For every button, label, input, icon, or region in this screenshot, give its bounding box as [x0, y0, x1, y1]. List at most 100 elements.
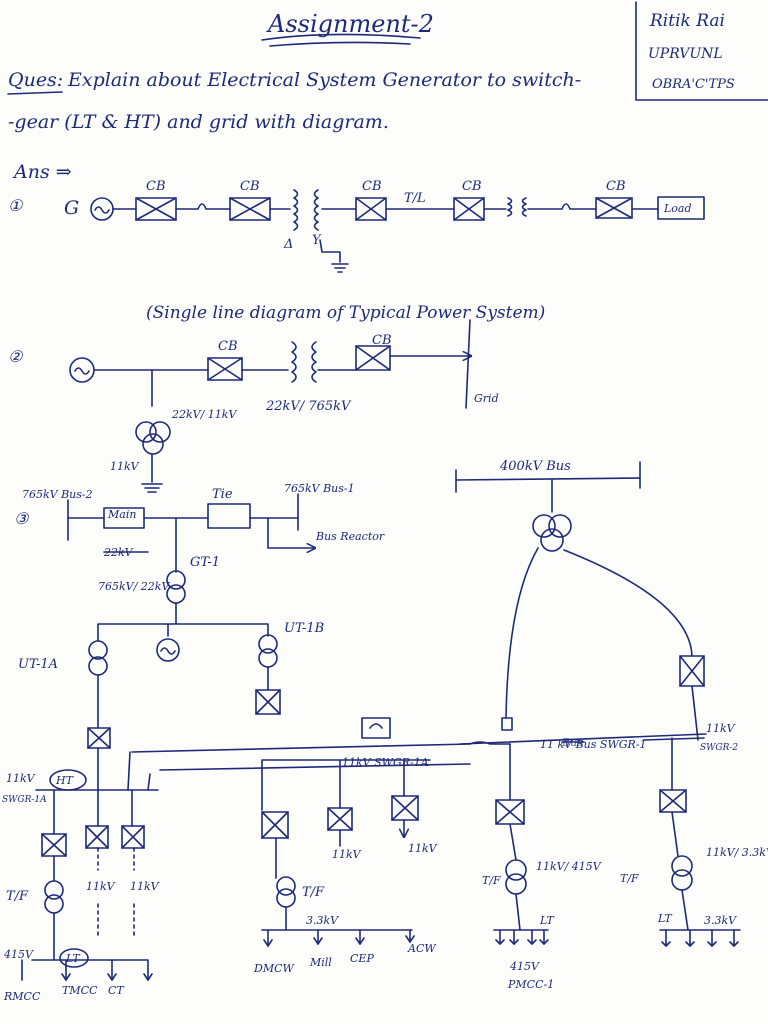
author-box: Ritik Rai UPRVUNL OBRA'C'TPS — [635, 1, 768, 101]
breaker-tag — [501, 717, 513, 731]
feeder-voltage: 11kV — [86, 880, 116, 893]
lt-circle — [59, 948, 89, 968]
lt-transformer — [44, 880, 64, 900]
swgr-1a-label: SWGR-1A — [2, 795, 47, 805]
generator-label: G — [64, 197, 79, 219]
lv-label: 11kV — [110, 460, 140, 473]
feeder-voltage: 11kV — [408, 842, 438, 855]
question-line-1: Explain about Electrical System Generato… — [67, 69, 581, 91]
title-underline — [261, 33, 421, 47]
swgr-1a-voltage: 11kV — [6, 772, 36, 785]
bus-coupler — [361, 717, 391, 739]
mill-label: Mill — [309, 956, 332, 969]
tf-label: T/F — [620, 872, 639, 885]
cep-label: CEP — [350, 952, 374, 965]
swgr-2-voltage: 11kV — [706, 722, 736, 735]
circuit-breaker — [87, 727, 111, 749]
lt-label: LT — [539, 914, 555, 927]
lv-voltage: 415V — [3, 948, 34, 961]
generator-transformer — [291, 341, 297, 383]
sine-icon — [74, 367, 90, 375]
circuit-breaker — [391, 795, 419, 821]
ht-label: HT — [55, 774, 75, 787]
cb-label: CB — [218, 339, 238, 354]
load-box — [657, 196, 705, 220]
tf-label: T/F — [6, 889, 29, 904]
tie-label: Tie — [212, 487, 233, 502]
transformer-secondary — [313, 189, 319, 231]
diagram-1-number: ① — [8, 196, 24, 215]
acw-label: ACW — [407, 942, 437, 955]
bus-1-label: 765kV Bus-1 — [284, 482, 355, 495]
lt-transformer — [505, 859, 527, 881]
gt-rating: 765kV/ 22kV — [98, 580, 170, 593]
tf-label: T/F — [482, 874, 501, 887]
swgr-1-label: 11 kV Bus SWGR-1 — [540, 738, 647, 751]
ut-1a-transformer — [88, 640, 108, 660]
swgr-2-label: SWGR-2 — [700, 743, 738, 753]
question-line-2: -gear (LT & HT) and grid with diagram. — [8, 111, 389, 133]
ut-1b-transformer — [258, 634, 278, 654]
sine-icon — [94, 206, 110, 214]
ut-1a-label: UT-1A — [18, 657, 58, 672]
question-prefix: Ques: — [8, 69, 63, 91]
pmcc-voltage: 415V — [509, 960, 540, 973]
diagram-3-station-layout: ③ 765kV Bus-2 Main Tie 765kV Bus-1 Bus R… — [2, 459, 768, 1003]
aux-voltage: 3.3kV — [306, 914, 339, 927]
cb-label: CB — [462, 179, 482, 194]
bus-swgr-2 — [643, 737, 705, 741]
tf-label: T/F — [302, 885, 325, 900]
load-label: Load — [663, 202, 692, 215]
transformer-primary — [293, 189, 299, 231]
aux-rating: 11kV/ 3.3kV — [706, 846, 768, 859]
ut-rating: 22kV/ 11kV — [171, 408, 237, 421]
cb-label: CB — [362, 179, 382, 194]
dmcw-label: DMCW — [253, 962, 295, 975]
ct-label: CT — [108, 984, 125, 997]
unit-transformer — [135, 421, 157, 443]
gt-rating: 22kV/ 765kV — [265, 399, 352, 414]
gt-label: GT-1 — [190, 555, 220, 570]
main-label: Main — [107, 508, 136, 521]
diagram-2-generator-to-grid: ② CB 22kV/ 765kV CB Grid 22kV/ 11kV 11kV — [8, 319, 499, 493]
pmcc-label: PMCC-1 — [507, 978, 554, 991]
circuit-breaker — [121, 825, 145, 849]
circuit-breaker — [255, 689, 281, 715]
swgr-1a-bus-label: 11kV SWGR-1A — [342, 756, 429, 769]
bus-swgr-1a — [127, 751, 131, 791]
station-transformer — [532, 514, 556, 538]
feeder-voltage: 11kV — [130, 880, 160, 893]
diagram-1-single-line: ① G CB CB Δ Y CB T/L CB CB — [8, 179, 705, 323]
rmcc-label: RMCC — [3, 990, 41, 1003]
lt-label: LT — [657, 912, 673, 925]
circuit-breaker — [595, 197, 633, 219]
sine-icon — [160, 647, 176, 655]
ut-1b-label: UT-1B — [284, 621, 324, 636]
cb-label: CB — [606, 179, 626, 194]
answer-label: Ans ⇒ — [12, 161, 72, 183]
grid-bus — [465, 319, 471, 409]
author-org: UPRVUNL — [648, 46, 723, 62]
circuit-breaker — [659, 789, 687, 813]
bus-reactor-label: Bus Reactor — [315, 530, 385, 543]
circuit-breaker — [207, 357, 243, 381]
cb-label: CB — [146, 179, 166, 194]
aux-voltage: 3.3kV — [704, 914, 737, 927]
lt-label: LT — [65, 952, 81, 965]
ground-icon — [319, 239, 349, 273]
transformer-primary — [507, 197, 513, 217]
circuit-breaker — [85, 825, 109, 849]
lt-rating: 11kV/ 415V — [536, 860, 602, 873]
cb-label: CB — [372, 333, 392, 348]
feeder-voltage: 11kV — [332, 848, 362, 861]
page-title: Assignment-2 — [266, 10, 434, 38]
bus-2-label: 765kV Bus-2 — [22, 488, 93, 501]
delta-label: Δ — [283, 237, 293, 252]
circuit-breaker — [355, 345, 391, 371]
transmission-line-label: T/L — [404, 191, 426, 206]
cb-label: CB — [240, 179, 260, 194]
generator-symbol — [156, 638, 180, 662]
tmcc-label: TMCC — [62, 984, 98, 997]
